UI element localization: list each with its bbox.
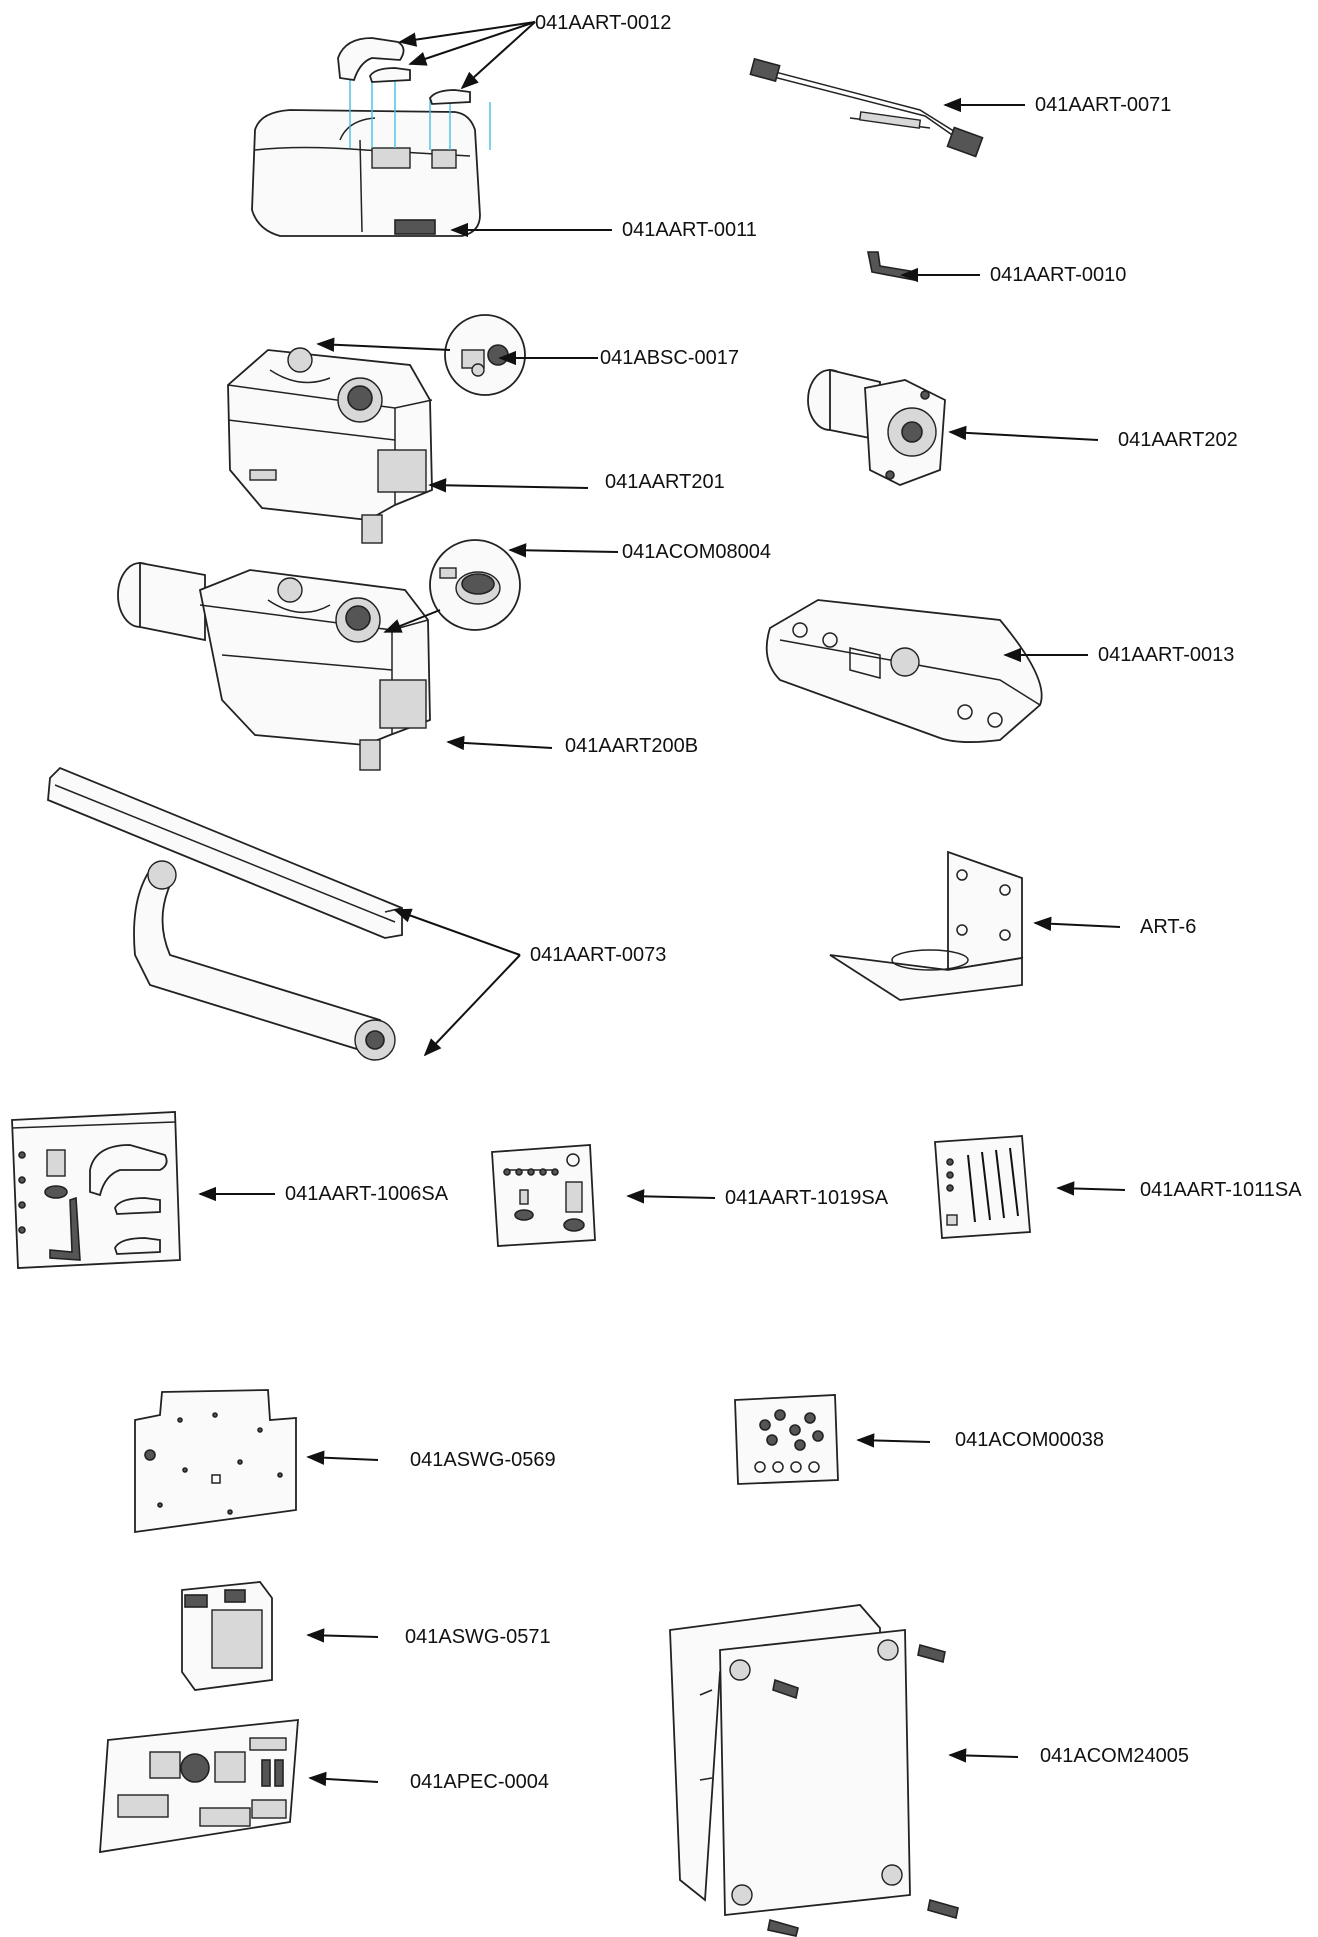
label-041ACOM08004: 041ACOM08004	[622, 541, 771, 563]
label-041AART-0013: 041AART-0013	[1098, 644, 1234, 666]
label-ART-6: ART-6	[1140, 916, 1196, 938]
label-041AART-1019SA: 041AART-1019SA	[725, 1187, 889, 1209]
label-041ACOM24005: 041ACOM24005	[1040, 1745, 1189, 1767]
kit-bag-1011SA-illustration	[934, 1135, 1031, 1239]
label-041AART202: 041AART202	[1118, 429, 1238, 451]
detail-circle-041ACOM08004	[429, 539, 521, 631]
label-041AART-1006SA: 041AART-1006SA	[285, 1183, 449, 1205]
label-041AART-0012: 041AART-0012	[535, 12, 671, 34]
gearmotor-200B-illustration	[117, 561, 431, 771]
label-041AART-0011: 041AART-0011	[622, 219, 757, 241]
label-041AART-1011SA: 041AART-1011SA	[1140, 1179, 1302, 1201]
control-board-illustration	[99, 1718, 299, 1854]
screw-set-illustration	[734, 1394, 839, 1485]
label-041AART-0071: 041AART-0071	[1035, 94, 1171, 116]
gearmotor-201-illustration	[227, 347, 433, 544]
angle-bracket-illustration	[829, 850, 1023, 1001]
label-041AART201: 041AART201	[605, 471, 725, 493]
label-041AART-0073: 041AART-0073	[530, 944, 666, 966]
label-041ACOM00038: 041ACOM00038	[955, 1429, 1104, 1451]
transformer-illustration	[181, 1581, 273, 1691]
kit-bag-1006SA-illustration	[11, 1111, 181, 1269]
motor-202-illustration	[807, 368, 946, 486]
label-041AART200B: 041AART200B	[565, 735, 698, 757]
wiring-cable-illustration	[749, 57, 984, 158]
motor-base-illustration	[765, 599, 1043, 743]
electrical-enclosure-illustration	[669, 1604, 959, 1937]
label-041APEC-0004: 041APEC-0004	[410, 1771, 549, 1793]
label-041AART-0010: 041AART-0010	[990, 264, 1126, 286]
mounting-plate-illustration	[134, 1389, 297, 1534]
motor-cover-illustration	[251, 72, 491, 237]
slide-rail-and-arm-illustration	[47, 766, 403, 1061]
label-041ASWG-0571: 041ASWG-0571	[405, 1626, 551, 1648]
detail-circle-041ABSC-0017	[444, 314, 526, 396]
label-041ABSC-0017: 041ABSC-0017	[600, 347, 739, 369]
kit-bag-1019SA-illustration	[491, 1144, 596, 1247]
cover-caps-illustration	[337, 37, 471, 105]
label-041ASWG-0569: 041ASWG-0569	[410, 1449, 556, 1471]
